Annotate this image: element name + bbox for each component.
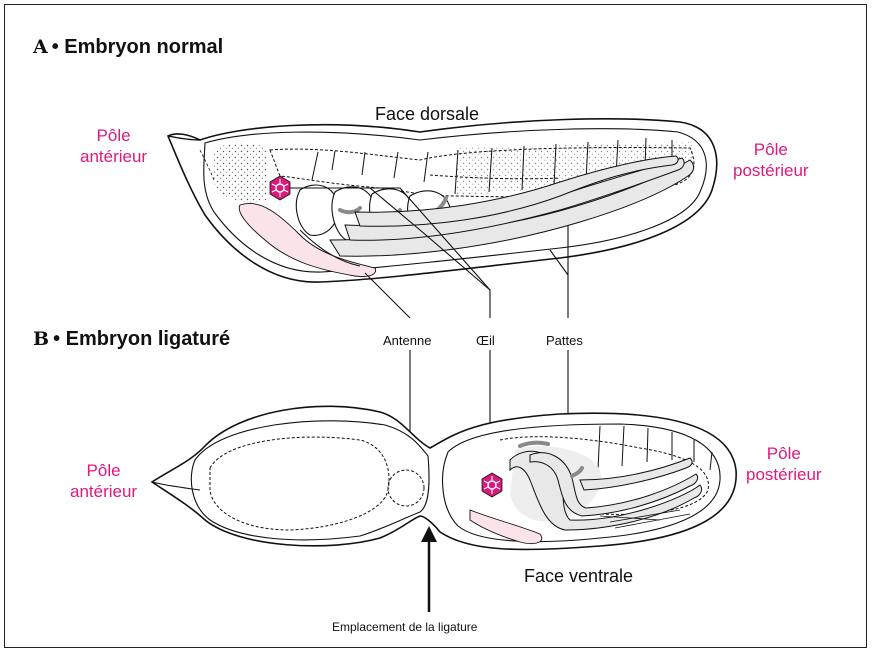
panel-a-anterior-line1: Pôle <box>80 125 147 146</box>
panel-a-posterior-line1: Pôle <box>733 139 809 160</box>
normal-embryo <box>168 119 717 282</box>
panel-b-title: B• Embryon ligaturé <box>33 328 230 351</box>
panel-b-posterior-pole: Pôle postérieur <box>746 443 822 485</box>
panel-a-letter: A <box>33 36 48 58</box>
panel-b-anterior-line1: Pôle <box>70 460 137 481</box>
panel-b-posterior-line1: Pôle <box>746 443 822 464</box>
panel-a-posterior-line2: postérieur <box>733 160 809 181</box>
face-dorsale-label: Face dorsale <box>375 104 479 125</box>
antenna-callout: Antenne <box>383 333 431 348</box>
panel-a-posterior-pole: Pôle postérieur <box>733 139 809 181</box>
panel-a-anterior-pole: Pôle antérieur <box>80 125 147 167</box>
legs-callout: Pattes <box>546 333 583 348</box>
ligatured-embryo <box>152 406 736 549</box>
panel-a-anterior-line2: antérieur <box>80 146 147 167</box>
panel-b-letter: B <box>33 328 49 350</box>
panel-a-title: A• Embryon normal <box>33 36 223 59</box>
ligature-arrow <box>421 526 437 612</box>
eye-callout: Œil <box>476 333 495 348</box>
panel-b-anterior-pole: Pôle antérieur <box>70 460 137 502</box>
panel-b-title-text: • Embryon ligaturé <box>53 328 230 350</box>
panel-a-title-text: • Embryon normal <box>52 36 223 58</box>
ligature-location-label: Emplacement de la ligature <box>332 620 477 634</box>
panel-b-posterior-line2: postérieur <box>746 464 822 485</box>
panel-b-anterior-line2: antérieur <box>70 481 137 502</box>
face-ventrale-label: Face ventrale <box>524 566 633 587</box>
